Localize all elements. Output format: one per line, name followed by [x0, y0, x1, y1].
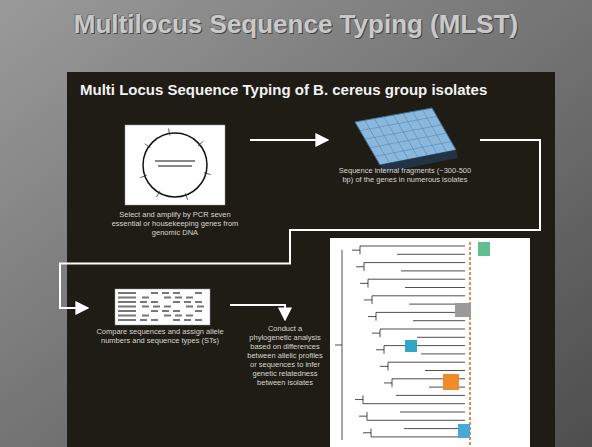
sequencing-plate-illustration	[355, 108, 458, 173]
step-box: Sequence internal fragments (~300-500 bp…	[330, 108, 480, 187]
flow-arrow	[60, 140, 540, 308]
step-caption: Select and amplify by PCR seven essentia…	[104, 210, 246, 237]
slide-title: Multilocus Sequence Typing (MLST)	[0, 9, 592, 40]
genome-map-illustration	[125, 125, 225, 205]
step-caption: Conduct a phylogenetic analysis based on…	[247, 324, 323, 387]
step-caption: Compare sequences and assign allele numb…	[94, 327, 226, 345]
step-box: Select and amplify by PCR seven essentia…	[100, 122, 250, 240]
flow-arrow	[250, 139, 328, 141]
panel-heading: Multi Locus Sequence Typing of B. cereus…	[80, 81, 550, 98]
dark-panel	[67, 72, 555, 447]
step-box: Compare sequences and assign allele numb…	[90, 287, 230, 348]
step-box: Conduct a phylogenetic analysis based on…	[243, 322, 327, 390]
step-caption: Sequence internal fragments (~300-500 bp…	[334, 166, 476, 184]
flow-arrow	[230, 305, 285, 320]
phylogenetic-tree-illustration	[330, 238, 530, 447]
sequence-alignment-illustration	[115, 289, 210, 325]
